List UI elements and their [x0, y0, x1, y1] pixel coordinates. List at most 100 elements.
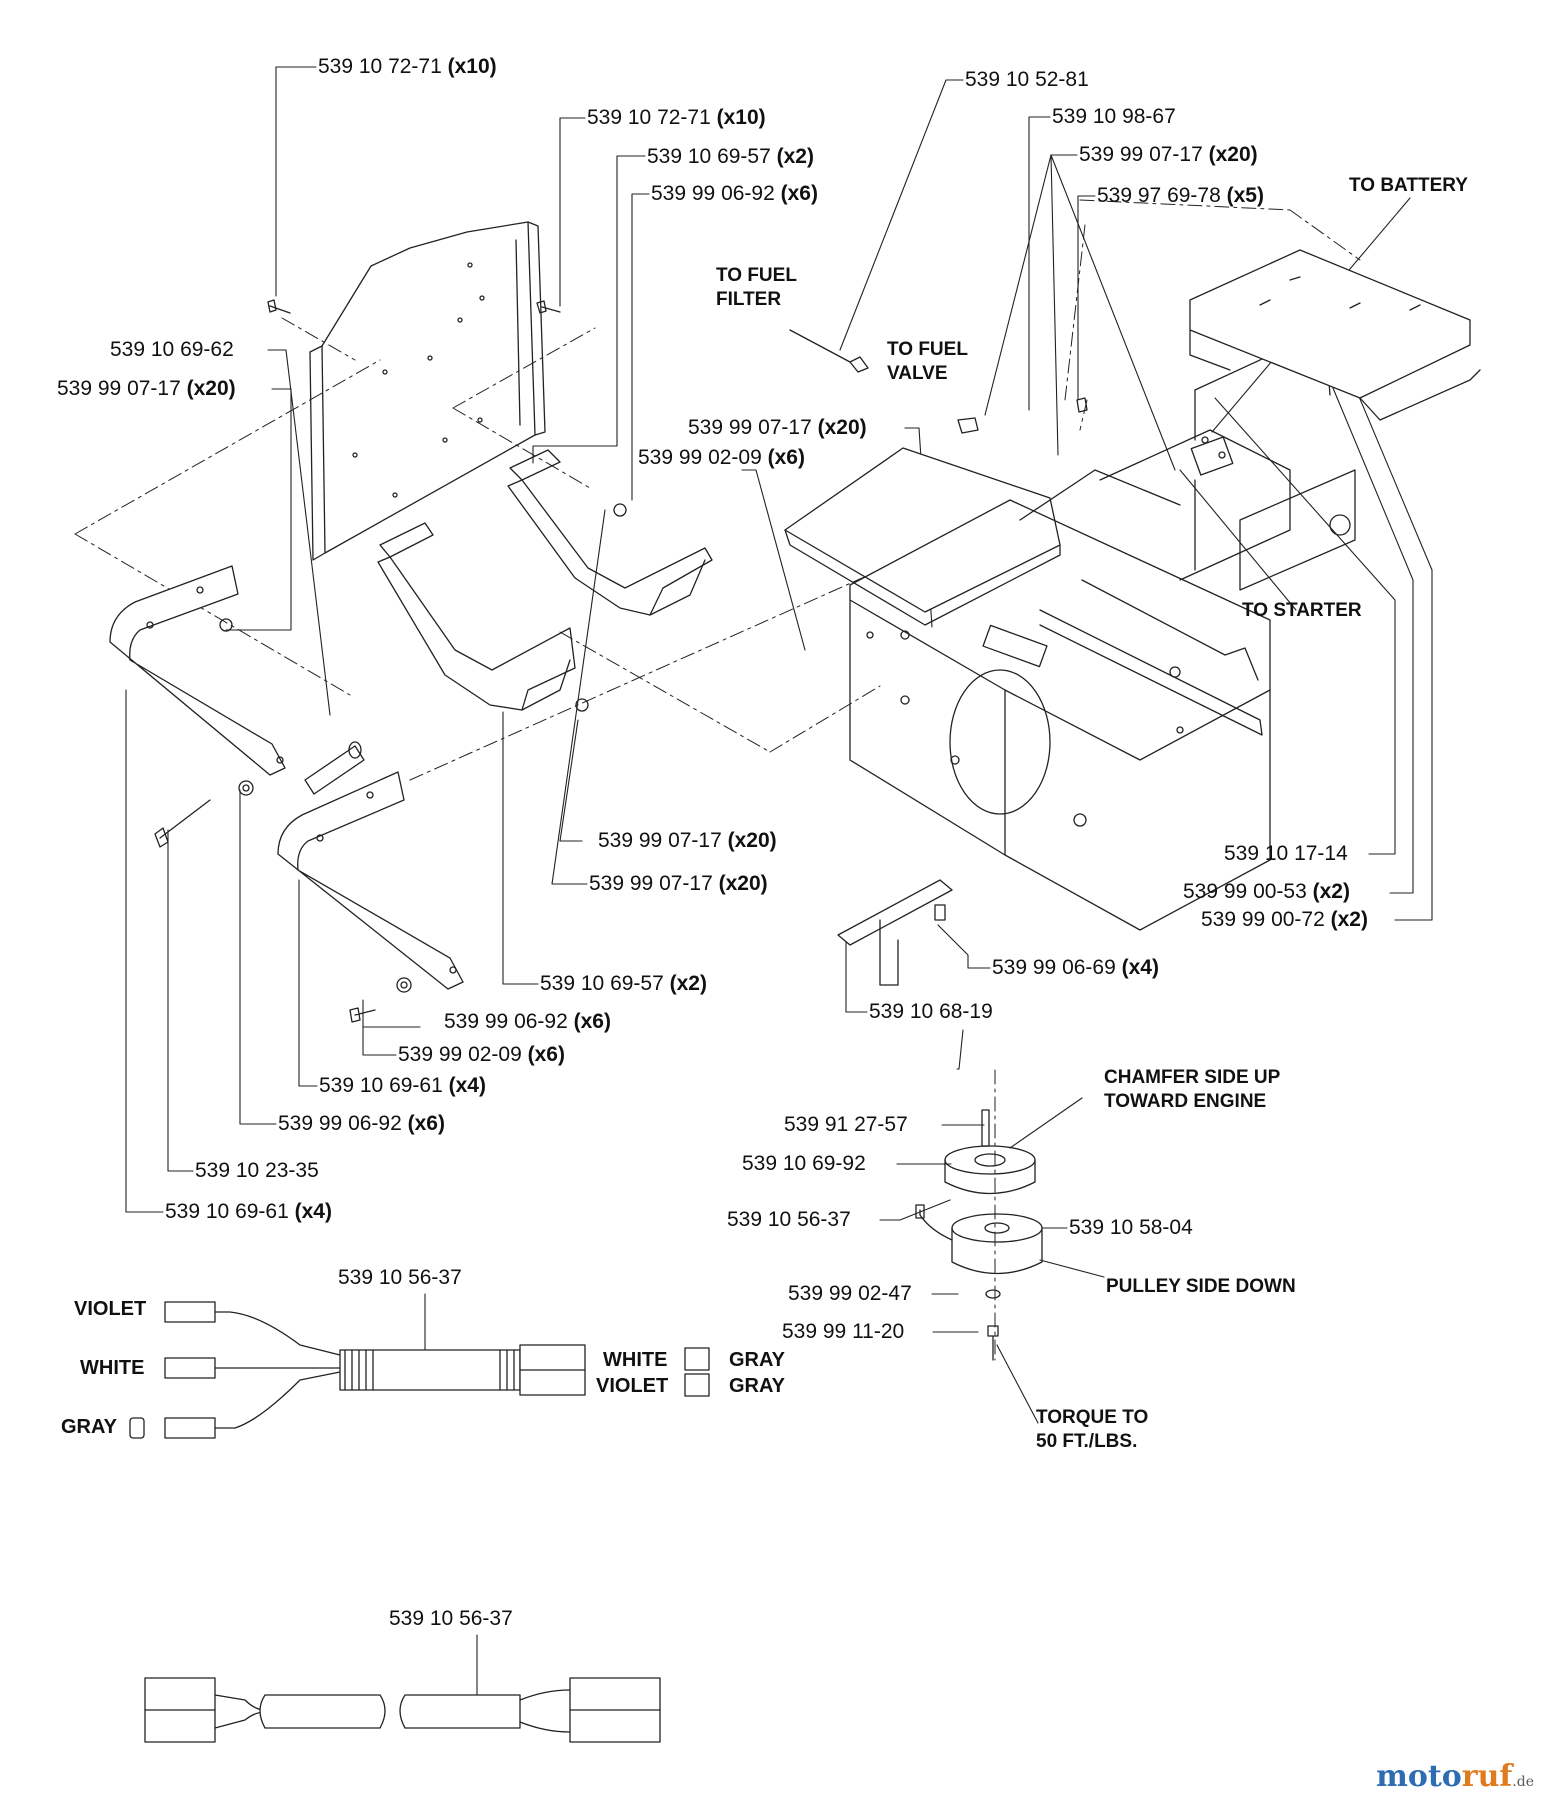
- part-label: 539 99 02-47: [788, 1282, 912, 1306]
- part-qty: (x20): [718, 872, 768, 895]
- part-qty: (x20): [727, 829, 777, 852]
- leader-lines: [125, 66, 1433, 1701]
- part-label: 539 99 07-17 (x20): [589, 872, 768, 896]
- connector-label-gray-1: GRAY: [729, 1349, 785, 1371]
- watermark-logo: motoruf.de: [1376, 1759, 1534, 1794]
- clutch-body: [915, 1204, 1043, 1275]
- part-label: 539 10 68-19: [869, 1000, 993, 1024]
- part-qty: (x6): [767, 446, 805, 469]
- part-label: 539 10 98-67: [1052, 105, 1176, 129]
- part-number: 539 99 06-92: [444, 1010, 568, 1033]
- lower-z-bracket: [377, 522, 576, 711]
- connector-label-violet: VIOLET: [596, 1375, 669, 1397]
- part-number: 539 99 00-72: [1201, 908, 1325, 931]
- part-label: 539 99 07-17 (x20): [1079, 143, 1258, 167]
- part-label: 539 10 52-81: [965, 68, 1089, 92]
- upper-bolts: [267, 299, 561, 314]
- part-qty: (x2): [1312, 880, 1350, 903]
- wire-harness-main: [129, 1301, 710, 1439]
- part-number: 539 10 56-37: [389, 1607, 513, 1630]
- part-number: 539 10 69-62: [110, 338, 234, 361]
- part-number: 539 10 69-61: [319, 1074, 443, 1097]
- part-label: 539 99 00-53 (x2): [1183, 880, 1350, 904]
- part-number: 539 99 06-69: [992, 956, 1116, 979]
- part-qty: (x6): [780, 182, 818, 205]
- part-number: 539 10 23-35: [195, 1159, 319, 1182]
- part-number: 539 99 07-17: [57, 377, 181, 400]
- part-number: 539 10 52-81: [965, 68, 1089, 91]
- part-number: 539 99 00-53: [1183, 880, 1307, 903]
- part-qty: (x20): [1208, 143, 1258, 166]
- frame-and-deck: [784, 329, 1356, 931]
- note-to-fuel-valve: TO FUEL VALVE: [887, 339, 968, 384]
- part-label: 539 10 56-37: [338, 1266, 462, 1290]
- part-number: 539 99 11-20: [782, 1320, 905, 1343]
- part-label: 539 10 56-37: [727, 1208, 851, 1232]
- part-number: 539 99 06-92: [651, 182, 775, 205]
- part-label: 539 10 72-71 (x10): [587, 106, 766, 130]
- part-number: 539 10 69-57: [647, 145, 771, 168]
- note-to-battery: TO BATTERY: [1349, 175, 1468, 196]
- part-number: 539 10 56-37: [338, 1266, 462, 1289]
- part-number: 539 99 07-17: [589, 872, 713, 895]
- connector-label-white: WHITE: [603, 1349, 668, 1371]
- part-label: 539 10 58-04: [1069, 1216, 1193, 1240]
- part-qty: (x2): [1330, 908, 1368, 931]
- part-label: 539 99 02-09 (x6): [398, 1043, 565, 1067]
- part-label: 539 10 69-92: [742, 1152, 866, 1176]
- part-label: 539 10 23-35: [195, 1159, 319, 1183]
- pto-bracket: [837, 879, 953, 986]
- alignment-dashes: [74, 199, 1361, 1361]
- part-number: 539 10 69-61: [165, 1200, 289, 1223]
- part-number: 539 99 07-17: [1079, 143, 1203, 166]
- part-label: 539 10 69-57 (x2): [540, 972, 707, 996]
- part-label: 539 99 07-17 (x20): [688, 416, 867, 440]
- wire-label-white: WHITE: [80, 1357, 145, 1379]
- part-qty: (x10): [716, 106, 766, 129]
- lower-arm: [277, 771, 464, 990]
- upper-arm: [109, 565, 286, 776]
- part-number: 539 10 72-71: [587, 106, 711, 129]
- spacers-and-bolts: [154, 503, 627, 1023]
- part-label: 539 99 02-09 (x6): [638, 446, 805, 470]
- part-number: 539 99 02-09: [638, 446, 762, 469]
- part-number: 539 99 02-47: [788, 1282, 912, 1305]
- clutch-pulley: [944, 1145, 1036, 1195]
- part-label: 539 10 72-71 (x10): [318, 55, 497, 79]
- part-label: 539 99 06-69 (x4): [992, 956, 1159, 980]
- watermark-part-b: ruf: [1461, 1759, 1513, 1794]
- part-label: 539 10 69-61 (x4): [319, 1074, 486, 1098]
- part-number: 539 10 98-67: [1052, 105, 1176, 128]
- part-number: 539 10 69-57: [540, 972, 664, 995]
- part-number: 539 10 17-14: [1224, 842, 1348, 865]
- note-to-fuel-filter: TO FUEL FILTER: [716, 265, 797, 310]
- part-qty: (x6): [407, 1112, 445, 1135]
- part-qty: (x4): [448, 1074, 486, 1097]
- part-label: 539 99 07-17 (x20): [598, 829, 777, 853]
- wire-label-gray: GRAY: [61, 1416, 117, 1438]
- part-number: 539 91 27-57: [784, 1113, 908, 1136]
- part-qty: (x10): [447, 55, 497, 78]
- part-label: 539 99 07-17 (x20): [57, 377, 236, 401]
- clutch-key: [981, 1109, 990, 1147]
- upper-mount-bracket: [1189, 249, 1481, 421]
- part-number: 539 10 72-71: [318, 55, 442, 78]
- part-label: 539 10 69-62: [110, 338, 234, 362]
- part-number: 539 99 02-09: [398, 1043, 522, 1066]
- note-chamfer-side-up: CHAMFER SIDE UP TOWARD ENGINE: [1104, 1067, 1281, 1112]
- upper-z-bracket: [507, 449, 713, 616]
- part-label: 539 10 69-61 (x4): [165, 1200, 332, 1224]
- part-qty: (x6): [527, 1043, 565, 1066]
- part-number: 539 10 68-19: [869, 1000, 993, 1023]
- part-label: 539 99 06-92 (x6): [444, 1010, 611, 1034]
- part-label: 539 91 27-57: [784, 1113, 908, 1137]
- part-label: 539 99 11-20: [782, 1320, 904, 1344]
- part-number: 539 10 69-92: [742, 1152, 866, 1175]
- part-label: 539 99 00-72 (x2): [1201, 908, 1368, 932]
- part-label: 539 97 69-78 (x5): [1097, 184, 1264, 208]
- solenoid: [1190, 436, 1234, 476]
- part-qty: (x20): [186, 377, 236, 400]
- part-qty: (x6): [573, 1010, 611, 1033]
- part-number: 539 10 56-37: [727, 1208, 851, 1231]
